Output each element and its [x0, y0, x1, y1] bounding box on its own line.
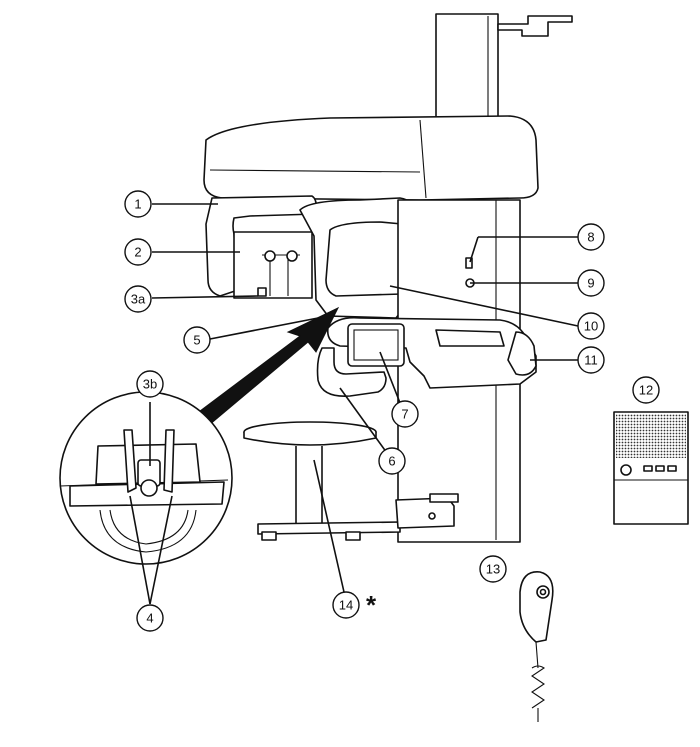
svg-text:2: 2 — [134, 245, 141, 260]
callout-13: 13 — [479, 555, 507, 583]
detail-arrow — [195, 306, 340, 427]
callout-7: 7 — [391, 400, 419, 428]
sensor-face — [325, 221, 403, 297]
rotating-unit — [203, 115, 539, 201]
callout-3a: 3a — [124, 285, 152, 313]
control-box-12 — [613, 411, 689, 525]
svg-text:12: 12 — [639, 383, 653, 398]
svg-text:13: 13 — [486, 562, 500, 577]
top-bracket — [497, 15, 573, 37]
callout-6: 6 — [378, 447, 406, 475]
svg-text:6: 6 — [388, 454, 395, 469]
callout-5: 5 — [183, 326, 211, 354]
speaker-grille — [616, 414, 686, 458]
svg-text:11: 11 — [584, 353, 598, 368]
callout-12: 12 — [632, 376, 660, 404]
svg-text:8: 8 — [587, 230, 594, 245]
svg-text:3b: 3b — [143, 377, 157, 392]
callout-10: 10 — [577, 312, 605, 340]
bite-block-detail — [59, 391, 233, 565]
footnote-asterisk: * — [366, 590, 377, 620]
column-top — [435, 13, 499, 125]
svg-text:10: 10 — [584, 319, 598, 334]
svg-text:7: 7 — [401, 407, 408, 422]
svg-text:14: 14 — [339, 598, 353, 613]
callout-4: 4 — [136, 604, 164, 632]
control-panel-screen — [347, 323, 405, 367]
callout-9: 9 — [577, 269, 605, 297]
hand-switch-13 — [519, 571, 554, 722]
callout-3b: 3b — [136, 370, 164, 398]
callout-11: 11 — [577, 346, 605, 374]
svg-text:1: 1 — [134, 197, 141, 212]
svg-text:9: 9 — [587, 276, 594, 291]
patient-handle — [316, 347, 387, 397]
callout-8: 8 — [577, 223, 605, 251]
callout-2: 2 — [124, 238, 152, 266]
callout-1: 1 — [124, 190, 152, 218]
xray-unit-illustration — [195, 13, 573, 543]
callout-14: 14 — [332, 591, 360, 619]
svg-text:3a: 3a — [131, 292, 146, 307]
switch-8 — [465, 257, 473, 269]
svg-text:4: 4 — [146, 611, 153, 626]
exposure-hand-switch — [519, 571, 554, 643]
svg-text:5: 5 — [193, 333, 200, 348]
temple-support-panel — [233, 231, 313, 299]
